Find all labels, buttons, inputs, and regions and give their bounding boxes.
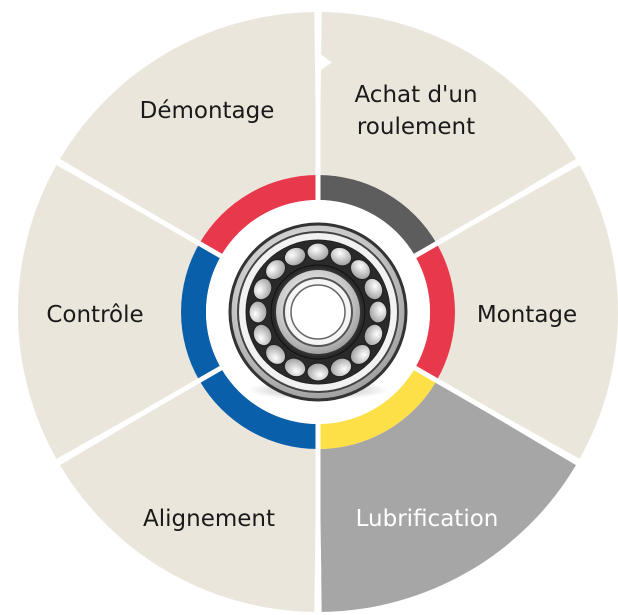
segment-demontage — [60, 12, 317, 243]
label-controle: Contrôle — [46, 302, 143, 328]
label-achat: Achat d'un roulement — [354, 82, 477, 140]
segment-controle — [18, 165, 199, 459]
label-demontage: Démontage — [140, 98, 275, 124]
label-line: Contrôle — [46, 302, 143, 328]
segment-separator — [412, 154, 588, 260]
segment-separator — [412, 364, 588, 470]
segment-alignement — [60, 381, 317, 612]
ring-arc-red — [414, 243, 455, 381]
ring-arc-red — [199, 175, 318, 256]
segment-lubrification — [319, 381, 576, 612]
segment-separator — [48, 154, 224, 260]
label-alignement: Alignement — [143, 506, 275, 532]
label-line: Alignement — [143, 506, 275, 532]
label-line: roulement — [357, 114, 475, 140]
ring-arc-blue — [181, 243, 222, 381]
segment-achat — [319, 12, 576, 243]
label-line: Achat d'un — [354, 82, 477, 108]
label-lubrification: Lubrification — [356, 506, 499, 532]
ring-arc-dark — [318, 175, 437, 256]
ring-arc-yellow — [318, 368, 437, 449]
label-montage: Montage — [477, 302, 577, 328]
segment-montage — [437, 165, 618, 459]
label-line: Lubrification — [356, 506, 499, 532]
label-line: Démontage — [140, 98, 275, 124]
ring-arc-blue — [199, 368, 318, 449]
bearing-icon — [206, 200, 430, 424]
segment-separator — [48, 364, 224, 470]
label-line: Montage — [477, 302, 577, 328]
